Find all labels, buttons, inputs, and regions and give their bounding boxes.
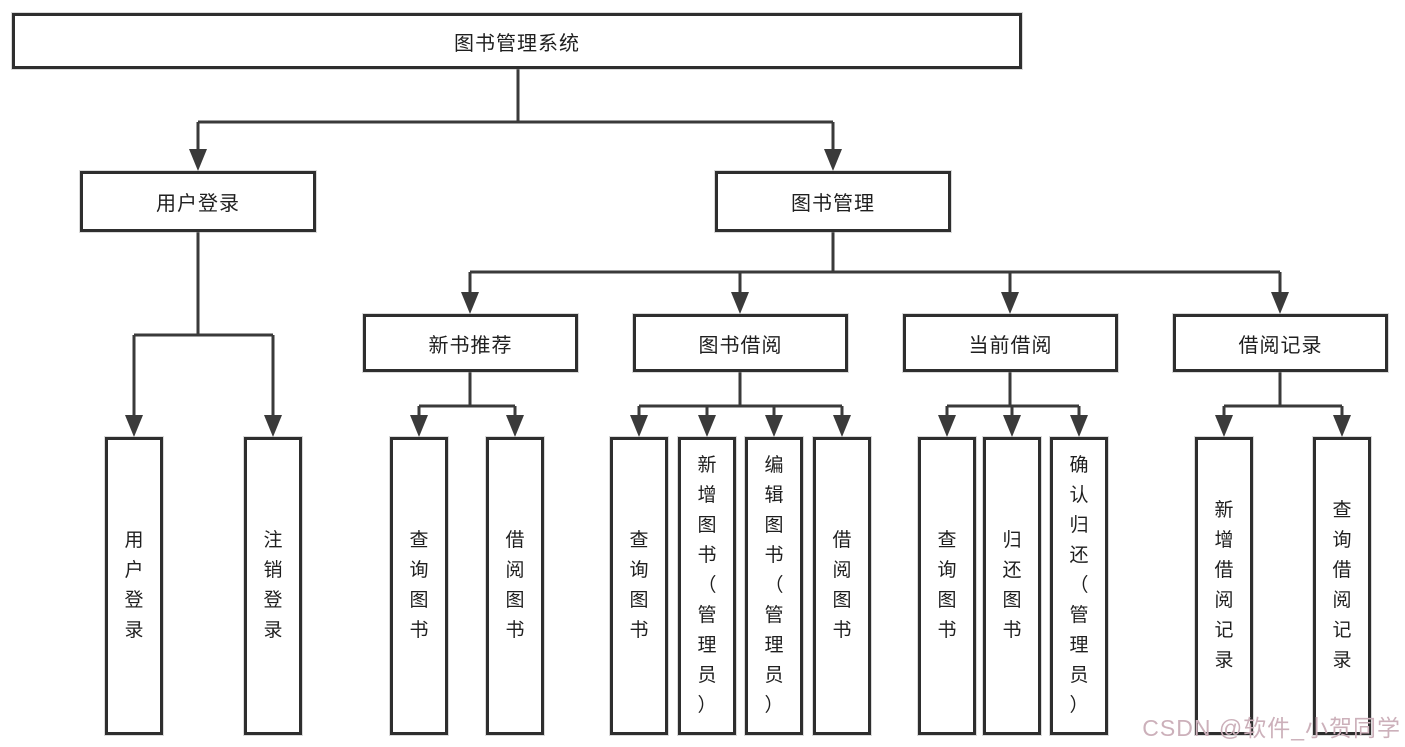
arrow-down-icon <box>1215 415 1233 437</box>
leaf-add-book-admin: 新 增 图 书 （ 管 理 员 ） <box>678 437 736 735</box>
leaf-user-login: 用 户 登 录 <box>105 437 163 735</box>
arrow-down-icon <box>410 415 428 437</box>
node-new-book-recommend: 新书推荐 <box>363 314 578 372</box>
arrowheads <box>125 149 1351 437</box>
arrow-down-icon <box>1003 415 1021 437</box>
arrow-down-icon <box>264 415 282 437</box>
arrow-down-icon <box>765 415 783 437</box>
arrow-down-icon <box>189 149 207 171</box>
leaf-query-books-recommend: 查 询 图 书 <box>390 437 448 735</box>
node-root-system: 图书管理系统 <box>12 13 1022 69</box>
leaf-add-borrow-record: 新 增 借 阅 记 录 <box>1195 437 1253 735</box>
arrow-down-icon <box>824 149 842 171</box>
arrow-down-icon <box>731 292 749 314</box>
arrow-down-icon <box>1001 292 1019 314</box>
arrow-down-icon <box>698 415 716 437</box>
arrow-down-icon <box>1271 292 1289 314</box>
node-current-borrow: 当前借阅 <box>903 314 1118 372</box>
node-book-borrow: 图书借阅 <box>633 314 848 372</box>
arrow-down-icon <box>506 415 524 437</box>
leaf-borrow-books: 借 阅 图 书 <box>813 437 871 735</box>
leaf-logout: 注 销 登 录 <box>244 437 302 735</box>
node-book-management-branch: 图书管理 <box>715 171 951 232</box>
leaf-edit-book-admin: 编 辑 图 书 （ 管 理 员 ） <box>745 437 803 735</box>
leaf-borrow-books-recommend: 借 阅 图 书 <box>486 437 544 735</box>
arrow-down-icon <box>1070 415 1088 437</box>
arrow-down-icon <box>461 292 479 314</box>
arrow-down-icon <box>833 415 851 437</box>
leaf-query-books-borrow: 查 询 图 书 <box>610 437 668 735</box>
leaf-query-borrow-record: 查 询 借 阅 记 录 <box>1313 437 1371 735</box>
node-user-login-branch: 用户登录 <box>80 171 316 232</box>
leaf-query-books-current: 查 询 图 书 <box>918 437 976 735</box>
node-borrow-records: 借阅记录 <box>1173 314 1388 372</box>
arrow-down-icon <box>125 415 143 437</box>
arrow-down-icon <box>1333 415 1351 437</box>
leaf-confirm-return-admin: 确 认 归 还 （ 管 理 员 ） <box>1050 437 1108 735</box>
arrow-down-icon <box>630 415 648 437</box>
arrow-down-icon <box>938 415 956 437</box>
leaf-return-book: 归 还 图 书 <box>983 437 1041 735</box>
